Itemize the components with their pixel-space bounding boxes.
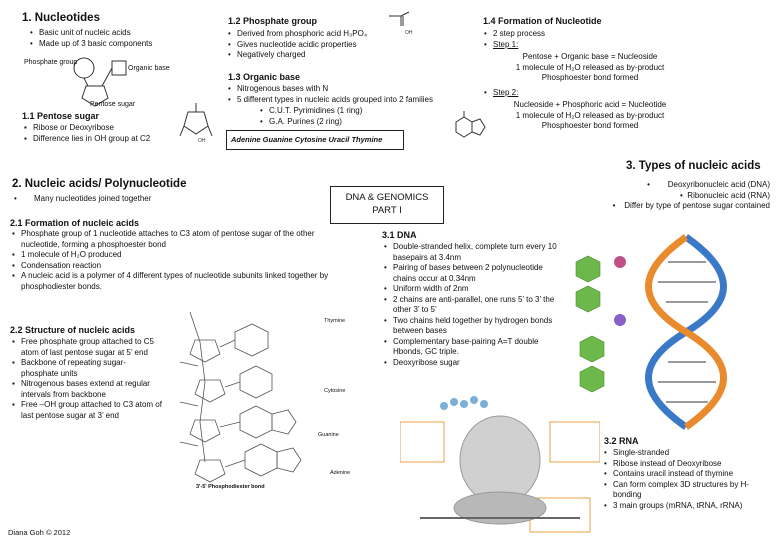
list-item: Two chains held together by hydrogen bon… xyxy=(384,316,559,337)
base-names-box: Adenine Guanine Cytosine Uracil Thymine xyxy=(226,130,404,150)
dna-helix-image xyxy=(575,234,727,430)
dna-title: 3.1 DNA xyxy=(382,230,417,240)
list-item: Phosphate group of 1 nucleotide attaches… xyxy=(12,229,337,250)
step2-line: 1 molecule of H₂O released as by-product xyxy=(515,110,665,120)
formation-bullets: 2 step process Step 1: xyxy=(484,29,604,50)
list-item: 2 step process xyxy=(484,29,604,40)
list-item: Ribose or Deoxyribose xyxy=(24,123,189,134)
rna-title: 3.2 RNA xyxy=(604,436,639,446)
footer-credit: Diana Goh © 2012 xyxy=(8,528,71,537)
list-item: Can form complex 3D structures by H-bond… xyxy=(604,480,776,501)
list-item: Basic unit of nucleic acids xyxy=(30,28,210,39)
list-item: A nucleic acid is a polymer of 4 differe… xyxy=(12,271,337,292)
ribosome-translation-image xyxy=(400,396,600,533)
list-item: Free phosphate group attached to C5 atom… xyxy=(12,337,162,358)
list-item: Deoxyribose sugar xyxy=(384,358,559,369)
list-item: Made up of 3 basic components xyxy=(30,39,210,50)
formation-na-title: 2.1 Formation of nucleic acids xyxy=(10,218,140,228)
step2-lines: Nucleoside + Phosphoric acid = Nucleotid… xyxy=(490,100,690,132)
phosphate-group-label: Phosphate group xyxy=(24,59,78,66)
list-item: 2 chains are anti-parallel, one runs 5’ … xyxy=(384,295,559,316)
pentose-sugar-label: Pentose sugar xyxy=(90,101,136,108)
list-item: Free –OH group attached to C3 atom of la… xyxy=(12,400,162,421)
list-item: Contains uracil instead of thymine xyxy=(604,469,776,480)
formation-na-bullets: Phosphate group of 1 nucleotide attaches… xyxy=(12,229,337,292)
structure-title: 2.2 Structure of nucleic acids xyxy=(10,325,136,335)
figure-label-cytosine: Cytosine xyxy=(324,388,346,394)
svg-text:OH: OH xyxy=(405,30,413,36)
title-box: DNA & GENOMICS PART I xyxy=(330,186,444,224)
list-item: Pairing of bases between 2 polynucleotid… xyxy=(384,263,559,284)
list-item: Double-stranded helix, complete turn eve… xyxy=(384,242,559,263)
polynucleotide-bullets: Many nucleotides joined together xyxy=(14,194,214,205)
step1-line: Pentose + Organic base = Nucleoside xyxy=(522,52,658,61)
list-item: 3 main groups (mRNA, tRNA, rRNA) xyxy=(604,501,776,512)
step1-line: Phosphoester bond formed xyxy=(541,73,639,82)
list-item: • Ribonucleic acid (RNA) xyxy=(680,190,770,200)
title-box-line2: PART I xyxy=(372,205,402,216)
structure-bullets: Free phosphate group attached to C5 atom… xyxy=(12,337,162,421)
list-item: Step 1: xyxy=(484,40,604,51)
step2-line: Nucleoside + Phosphoric acid = Nucleotid… xyxy=(513,100,667,109)
list-item: Backbone of repeating sugar-phosphate un… xyxy=(12,358,162,379)
list-item: 5 different types in nucleic acids group… xyxy=(228,95,473,106)
figure-label-adenine: Adenine xyxy=(330,470,351,476)
list-item: Complementary base-pairing A=T double Hb… xyxy=(384,337,559,358)
list-item: G.A. Purines (2 ring) xyxy=(260,117,440,128)
list-item: Nitrogenous bases with N xyxy=(228,84,473,95)
list-item: Step 2: xyxy=(484,88,604,99)
list-item: C.U.T. Pyrimidines (1 ring) xyxy=(260,106,440,117)
list-item: Gives nucleotide acidic properties xyxy=(228,40,418,51)
list-item: • Deoxyribonucleic acid (DNA) xyxy=(647,180,770,189)
step2-line: Phosphoester bond formed xyxy=(541,121,639,130)
list-item: Condensation reaction xyxy=(12,261,337,272)
pentose-title: 1.1 Pentose sugar xyxy=(22,111,100,121)
step2-bullet: Step 2: xyxy=(484,88,604,99)
list-item: • Differ by type of pentose sugar contai… xyxy=(612,201,770,210)
dna-bullets: Double-stranded helix, complete turn eve… xyxy=(384,242,559,368)
organic-base-label: Organic base xyxy=(128,65,170,72)
list-item: Many nucleotides joined together xyxy=(14,194,214,205)
phosphate-structure-image: OH xyxy=(389,11,413,36)
phosphate-bullets: Derived from phosphoric acid H₃PO₄ Gives… xyxy=(228,29,418,61)
types-title: 3. Types of nucleic acids xyxy=(626,160,761,172)
title-box-line1: DNA & GENOMICS xyxy=(345,192,429,203)
list-item: Single-stranded xyxy=(604,448,776,459)
polynucleotide-title: 2. Nucleic acids/ Polynucleotide xyxy=(12,178,187,190)
pentose-bullets: Ribose or Deoxyribose Difference lies in… xyxy=(24,123,189,144)
step1-lines: Pentose + Organic base = Nucleoside 1 mo… xyxy=(490,52,690,84)
formation-title: 1.4 Formation of Nucleotide xyxy=(483,16,602,26)
list-item: Uniform width of 2nm xyxy=(384,284,559,295)
organic-base-bullets: Nitrogenous bases with N 5 different typ… xyxy=(228,84,473,105)
list-item: Nitrogenous bases extend at regular inte… xyxy=(12,379,162,400)
rna-bullets: Single-stranded Ribose instead of Deoxyr… xyxy=(604,448,776,511)
list-item: 1 molecule of H₂O produced xyxy=(12,250,337,261)
list-item: Ribose instead of Deoxyribose xyxy=(604,459,776,470)
figure-label-thymine: Thymine xyxy=(324,318,346,324)
list-item: Negatively charged xyxy=(228,50,418,61)
purine-structure-image xyxy=(455,111,486,138)
ribose-structure-image: OH xyxy=(179,103,213,144)
nucleotides-bullets: Basic unit of nucleic acids Made up of 3… xyxy=(30,28,210,49)
phosphate-title: 1.2 Phosphate group xyxy=(228,16,318,26)
polynucleotide-chain-figure xyxy=(179,311,302,483)
organic-base-sub-bullets: C.U.T. Pyrimidines (1 ring) G.A. Purines… xyxy=(260,106,440,127)
nucleotide-diagram xyxy=(73,57,127,107)
types-bullets: • Deoxyribonucleic acid (DNA) • Ribonucl… xyxy=(560,180,770,212)
list-item: Difference lies in OH group at C2 xyxy=(24,134,189,145)
step1-line: 1 molecule of H₂O released as by-product xyxy=(515,62,665,72)
list-item: Derived from phosphoric acid H₃PO₄ xyxy=(228,29,418,40)
nucleotides-title: 1. Nucleotides xyxy=(22,12,100,24)
figure-label-phosphodiester: 3'-5' Phosphodiester bond xyxy=(196,484,265,490)
organic-base-title: 1.3 Organic base xyxy=(228,72,301,82)
svg-text:OH: OH xyxy=(198,138,206,144)
figure-label-guanine: Guanine xyxy=(318,432,339,438)
